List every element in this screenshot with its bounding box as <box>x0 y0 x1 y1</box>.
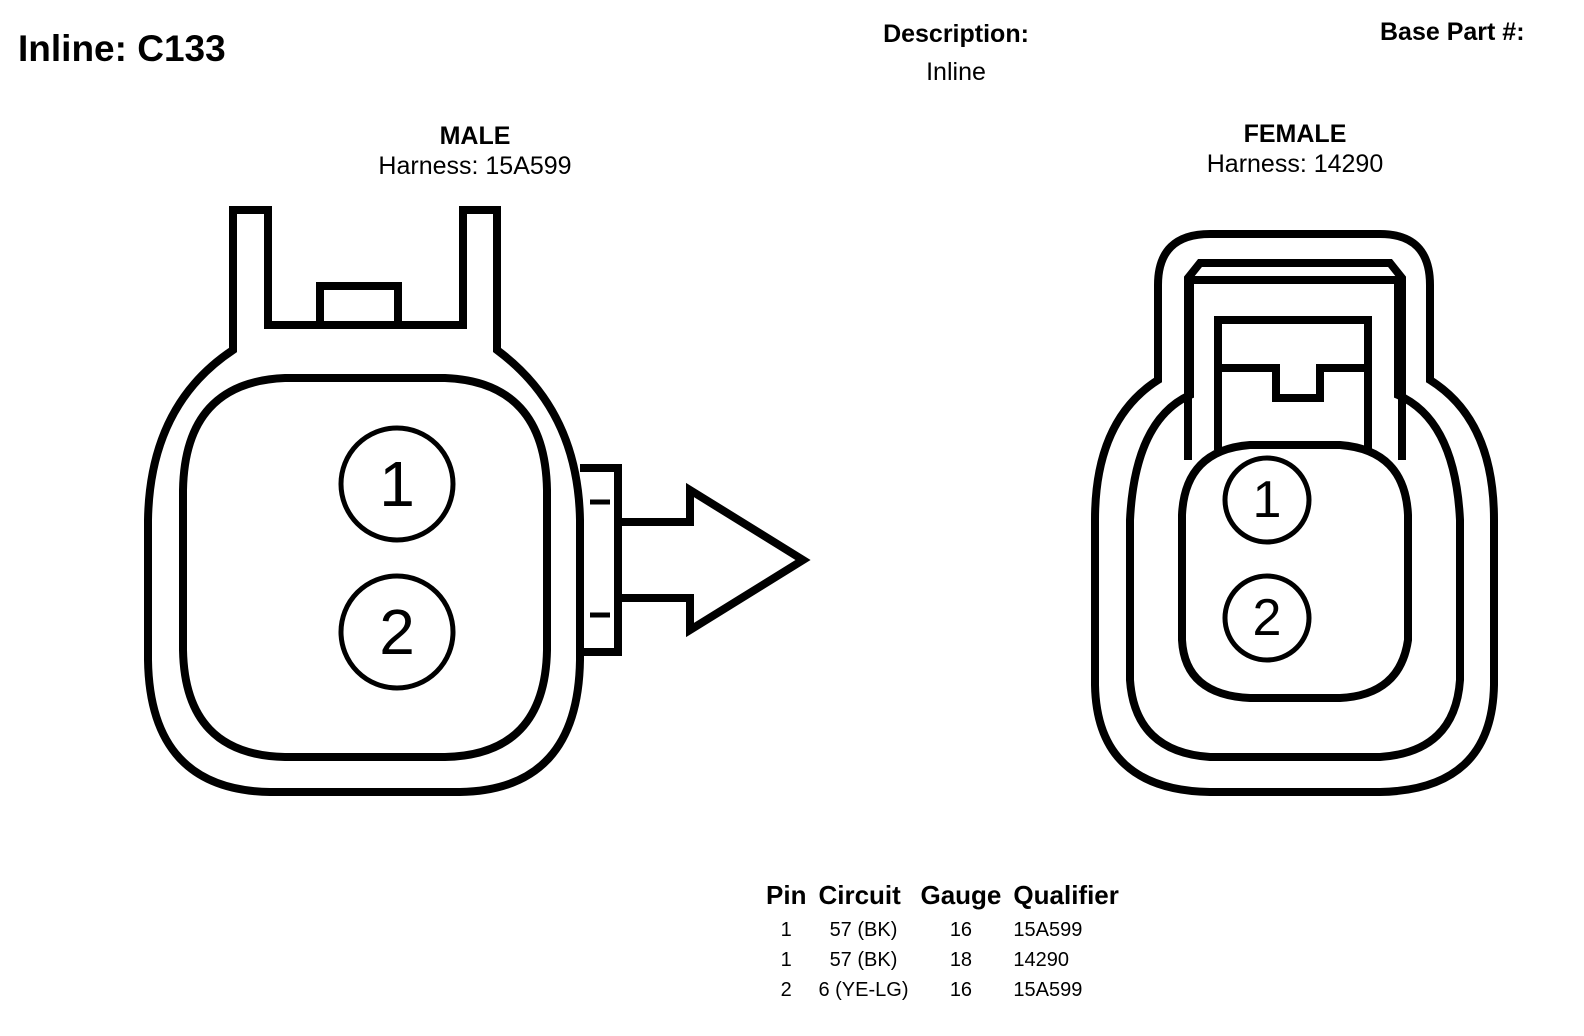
male-lock-detail <box>590 499 610 618</box>
female-pin-1-cavity <box>1222 455 1312 545</box>
female-latch-window <box>1214 316 1372 450</box>
header-circuit: Circuit <box>818 880 901 910</box>
cell-qualifier: 15A599 <box>1013 919 1083 941</box>
cell-circuit: 57 (BK) <box>829 919 898 941</box>
male-pin-2-cavity <box>338 573 456 691</box>
male-key <box>316 282 402 325</box>
arrow-icon <box>620 482 811 638</box>
cell-pin: 1 <box>780 919 792 941</box>
table-row: 1 57 (BK) 16 15A599 <box>760 915 1125 945</box>
cell-circuit: 6 (YE-LG) <box>818 979 909 1001</box>
female-inner-shell <box>1126 276 1464 761</box>
header-qualifier: Qualifier <box>1013 880 1119 910</box>
female-pin-2-label: 2 <box>1253 589 1282 647</box>
male-connector <box>144 206 811 796</box>
male-connector-shell <box>144 206 584 796</box>
female-harness-label: Harness: 14290 <box>1206 150 1384 178</box>
male-inner-cavity <box>179 374 551 761</box>
male-harness-label: Harness: 15A599 <box>378 152 572 180</box>
female-latch-frame <box>1184 259 1406 460</box>
male-lock-tab <box>580 464 622 656</box>
male-pin-1-cavity <box>338 425 456 543</box>
header-pin: Pin <box>766 880 807 910</box>
description-value: Inline <box>926 58 986 86</box>
header-gauge: Gauge <box>920 880 1002 910</box>
cell-gauge: 18 <box>949 949 973 971</box>
female-key-notch <box>1218 364 1368 402</box>
cell-pin: 2 <box>780 979 792 1001</box>
cell-gauge: 16 <box>949 979 973 1001</box>
connector-title: Inline: C133 <box>18 28 226 69</box>
female-connector <box>1091 230 1498 796</box>
description-label: Description: <box>883 20 1029 48</box>
cell-circuit: 57 (BK) <box>829 949 898 971</box>
female-pin-insert <box>1178 441 1412 702</box>
cell-qualifier: 14290 <box>1013 949 1070 971</box>
pin-table: Pin Circuit Gauge Qualifier 1 57 (BK) 16… <box>760 880 1125 1005</box>
table-row: 2 6 (YE-LG) 16 15A599 <box>760 975 1125 1005</box>
cell-gauge: 16 <box>949 919 973 941</box>
male-pin-2-label: 2 <box>379 596 415 668</box>
cell-pin: 1 <box>780 949 792 971</box>
female-connector-title: FEMALE <box>1243 120 1347 148</box>
table-row: 1 57 (BK) 18 14290 <box>760 945 1125 975</box>
female-connector-shell <box>1091 230 1498 796</box>
cell-qualifier: 15A599 <box>1013 979 1083 1001</box>
base-part-label: Base Part #: <box>1380 18 1525 46</box>
female-pin-2-cavity <box>1222 573 1312 663</box>
male-connector-title: MALE <box>439 122 511 150</box>
pin-table-header: Pin Circuit Gauge Qualifier <box>760 880 1125 915</box>
female-pin-1-label: 1 <box>1253 471 1282 529</box>
male-pin-1-label: 1 <box>379 448 415 520</box>
